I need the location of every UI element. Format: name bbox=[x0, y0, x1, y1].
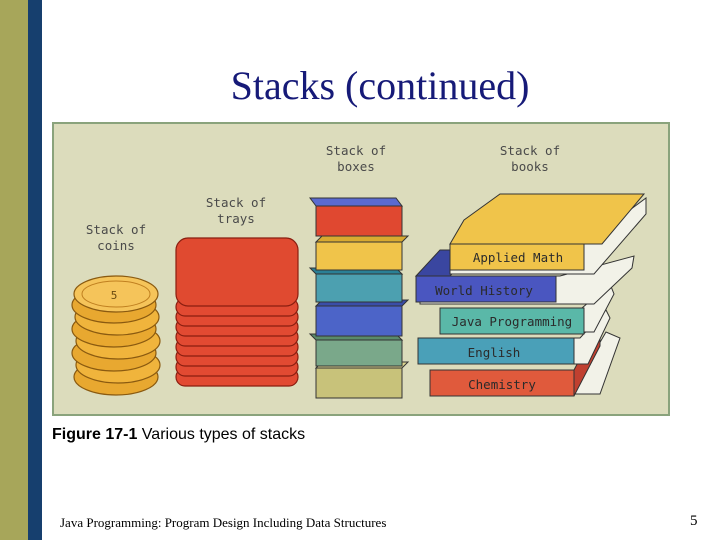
tray-top bbox=[175, 237, 299, 307]
stacks-illustration: Stack of coins Stack of trays Stack of b… bbox=[71, 143, 647, 399]
slide-title: Stacks (continued) bbox=[230, 63, 530, 108]
caption-figure-number: Figure 17-1 bbox=[52, 426, 138, 443]
left-navy-stripe bbox=[28, 0, 42, 540]
book-label-applied-math: Applied Math bbox=[473, 250, 563, 265]
book-stack bbox=[414, 193, 647, 397]
box bbox=[315, 241, 403, 271]
stacks-figure: Stack of coins Stack of trays Stack of b… bbox=[52, 122, 670, 416]
label-trays-line1: Stack of bbox=[206, 195, 266, 210]
book-english bbox=[417, 337, 575, 365]
book-java-programming bbox=[439, 307, 585, 335]
box bbox=[315, 339, 403, 367]
caption-text: Various types of stacks bbox=[137, 426, 306, 443]
book-world-history bbox=[415, 275, 557, 303]
figure-caption: Figure 17-1 Various types of stacks bbox=[52, 426, 305, 444]
tray-stack bbox=[175, 237, 299, 387]
box-stack bbox=[308, 197, 410, 399]
book-label-english: English bbox=[468, 345, 521, 360]
book-applied-math-cover bbox=[449, 193, 646, 245]
label-books-line2: books bbox=[511, 159, 549, 174]
box bbox=[315, 273, 403, 303]
coin-top bbox=[73, 275, 159, 313]
label-boxes-line1: Stack of bbox=[326, 143, 386, 158]
coin-face-value: 5 bbox=[111, 289, 118, 302]
book-applied-math bbox=[449, 243, 585, 271]
box bbox=[315, 305, 403, 337]
box bbox=[315, 205, 403, 237]
page-number: 5 bbox=[690, 513, 698, 529]
label-books-line1: Stack of bbox=[500, 143, 560, 158]
book-label-chemistry: Chemistry bbox=[468, 377, 536, 392]
book-label-java-programming: Java Programming bbox=[452, 314, 572, 329]
book-label-world-history: World History bbox=[435, 283, 533, 298]
coin-rim bbox=[81, 280, 151, 308]
book-chemistry bbox=[429, 369, 575, 397]
coin-stack bbox=[71, 275, 161, 396]
box-lid bbox=[309, 197, 403, 207]
slide-footer: Java Programming: Program Design Includi… bbox=[60, 515, 387, 530]
label-boxes-line2: boxes bbox=[337, 159, 375, 174]
box-lid bbox=[314, 235, 410, 243]
label-coins-line2: coins bbox=[97, 238, 135, 253]
label-trays-line2: trays bbox=[217, 211, 255, 226]
label-coins-line1: Stack of bbox=[86, 222, 146, 237]
left-accent-stripe bbox=[0, 0, 28, 540]
box bbox=[315, 367, 403, 399]
